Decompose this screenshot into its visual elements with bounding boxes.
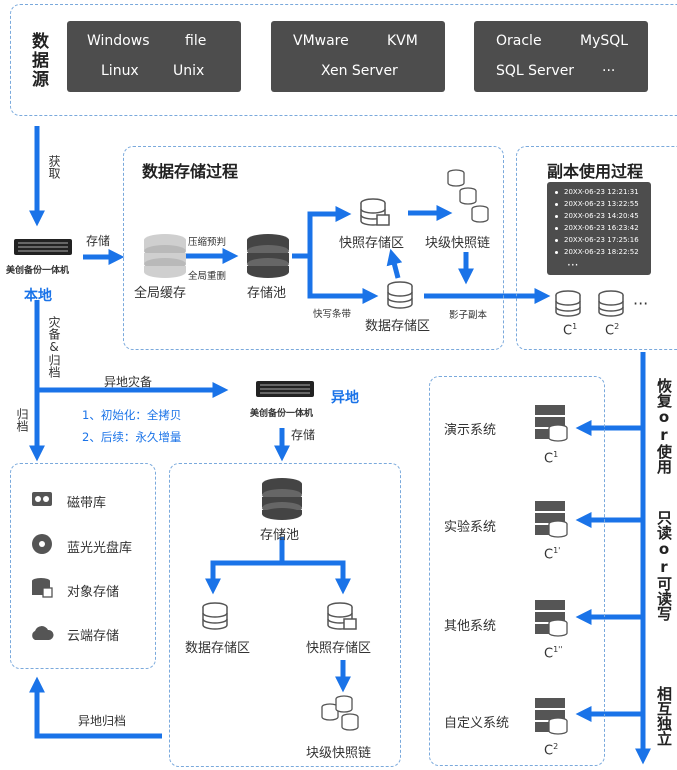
independent-label: 相互独立 (655, 686, 673, 746)
os-windows: Windows (87, 33, 150, 49)
remote-store-label: 存储 (291, 428, 316, 442)
log-entry: 20XX-06-23 17:25:16 (555, 236, 639, 244)
log-entry: 20XX-06-23 18:22:52 (555, 248, 639, 256)
log-entry: 20XX-06-23 12:21:31 (555, 188, 639, 196)
log-entry: 20XX-06-23 16:23:42 (555, 224, 639, 232)
cloud-icon (32, 626, 54, 640)
data-area-icon (387, 281, 413, 309)
remote-device-name: 美创备份一体机 (250, 409, 314, 419)
remote-archive-label: 异地归档 (78, 714, 127, 728)
remote-data-area-label: 数据存储区 (185, 641, 251, 656)
snapshot-area-icon (360, 198, 390, 226)
remote-process-panel (169, 463, 401, 767)
system-server-icon (535, 405, 568, 442)
remote-chain-label: 块级快照链 (306, 746, 372, 761)
bluray-label: 蓝光光盘库 (67, 541, 133, 556)
object-storage-label: 对象存储 (67, 585, 120, 600)
system-name: 其他系统 (444, 619, 497, 634)
db-mysql: MySQL (580, 33, 629, 49)
copy-more: ··· (633, 294, 649, 313)
storage-pool-label: 存储池 (247, 286, 287, 301)
db-more: ··· (602, 63, 616, 79)
os-linux: Linux (101, 63, 139, 79)
db-oracle: Oracle (496, 33, 542, 49)
data-source-panel (10, 4, 677, 116)
timeline-log: 20XX-06-23 12:21:31 20XX-06-23 13:22:55 … (547, 182, 651, 275)
snapshot-area-label: 快照存储区 (339, 236, 405, 251)
remote-data-area-icon (202, 602, 228, 630)
copy-c2-label: C2 (605, 322, 620, 339)
system-name: 自定义系统 (444, 716, 510, 731)
bluray-icon (32, 534, 52, 554)
disaster-archive-label: 灾备&归档 (47, 316, 61, 378)
tape-label: 磁带库 (67, 496, 107, 511)
global-cache-label: 全局缓存 (134, 286, 187, 301)
storage-process-panel (123, 146, 504, 350)
systems-panel (429, 376, 605, 766)
os-file: file (185, 33, 207, 49)
cloud-label: 云端存储 (67, 629, 120, 644)
os-unix: Unix (173, 63, 205, 79)
system-server-icon (535, 501, 568, 538)
system-name: 实验系统 (444, 520, 497, 535)
copy-c1-icon (555, 290, 581, 317)
dedup-label: 全局重删 (188, 271, 227, 282)
local-device-name: 美创备份一体机 (6, 266, 70, 276)
system-server-icon (535, 698, 568, 735)
store-label: 存储 (86, 234, 111, 248)
copy-c1-label: C1 (563, 322, 578, 339)
remote-chain-icon (321, 695, 359, 731)
remote-server-icon (256, 381, 314, 397)
local-label: 本地 (24, 288, 52, 304)
system-copy-label: C1 (544, 450, 559, 467)
db-sqlserver: SQL Server (496, 63, 575, 79)
copy-usage-title: 副本使用过程 (547, 162, 644, 181)
acquire-label: 获取 (47, 155, 61, 179)
system-copy-label: C1'' (544, 645, 563, 662)
system-copy-label: C2 (544, 742, 559, 759)
data-area-label: 数据存储区 (365, 319, 431, 334)
step2-label: 2、后续：永久增量 (82, 430, 182, 444)
remote-snapshot-label: 快照存储区 (306, 641, 372, 656)
os-group-virtual: VMware KVM Xen Server (271, 21, 445, 92)
tape-icon (32, 492, 52, 506)
data-source-label: 数据源 (28, 32, 48, 89)
system-server-icon (535, 600, 568, 637)
system-copy-label: C1' (544, 546, 561, 563)
restore-label: 恢复or使用 (655, 378, 673, 474)
copy-usage-panel (516, 146, 677, 350)
os-kvm: KVM (387, 33, 418, 49)
copy-c2-icon (598, 290, 624, 317)
fast-write-label: 快写条带 (313, 309, 352, 320)
remote-pool-label: 存储池 (260, 528, 300, 543)
archive-targets-panel (10, 463, 156, 669)
log-more: ··· (567, 258, 579, 272)
os-group-windows: Windows file Linux Unix (67, 21, 241, 92)
log-entry: 20XX-06-23 14:20:45 (555, 212, 639, 220)
remote-label: 异地 (331, 390, 359, 406)
block-chain-label: 块级快照链 (425, 236, 491, 251)
remote-pool-icon (262, 478, 302, 520)
remote-snapshot-icon (327, 602, 357, 630)
remote-backup-label: 异地灾备 (104, 375, 153, 389)
os-vmware: VMware (293, 33, 349, 49)
log-entry: 20XX-06-23 13:22:55 (555, 200, 639, 208)
os-group-db: Oracle MySQL SQL Server ··· (474, 21, 648, 92)
block-chain-icon (447, 169, 489, 223)
object-storage-icon (32, 578, 53, 598)
readwrite-label: 只读or可读写 (655, 510, 673, 621)
shadow-copy-label: 影子副本 (449, 310, 488, 321)
step1-label: 1、初始化：全拷贝 (82, 408, 182, 422)
storage-process-title: 数据存储过程 (142, 162, 239, 181)
compress-label: 压缩预判 (188, 237, 227, 248)
system-name: 演示系统 (444, 423, 497, 438)
global-cache-icon (144, 234, 186, 278)
server-icon (14, 239, 72, 255)
storage-pool-icon (247, 234, 289, 278)
archive-left-label: 归档 (15, 408, 29, 432)
os-xen: Xen Server (321, 63, 398, 79)
